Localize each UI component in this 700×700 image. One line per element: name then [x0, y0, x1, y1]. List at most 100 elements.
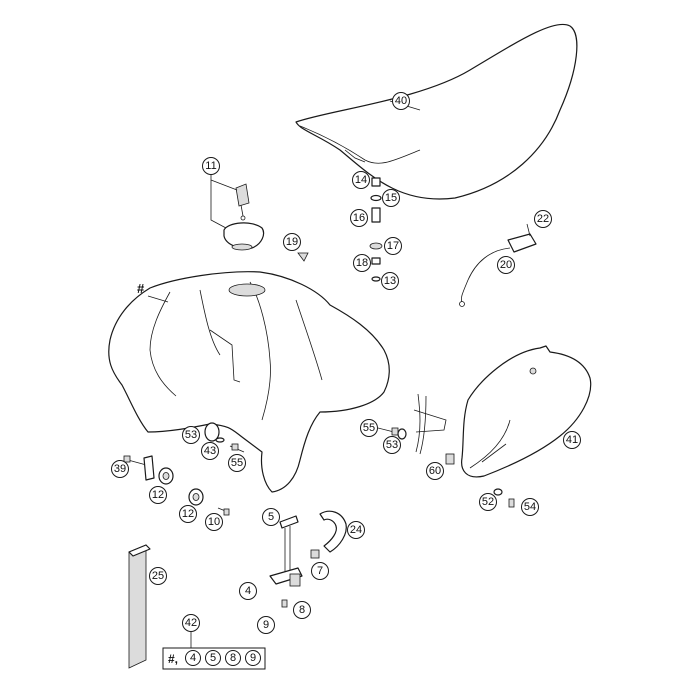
callout-16: 16 — [350, 209, 368, 227]
leader-11 — [210, 174, 227, 229]
svg-text:15: 15 — [385, 192, 397, 204]
svg-text:22: 22 — [537, 213, 549, 225]
svg-text:54: 54 — [524, 501, 536, 513]
leader-tank — [147, 295, 169, 303]
washer-43 — [215, 437, 225, 443]
callout-12-b: 12 — [179, 505, 197, 523]
svg-text:4: 4 — [245, 585, 251, 597]
callout-9: 9 — [257, 616, 275, 634]
svg-text:43: 43 — [204, 445, 216, 457]
callout-10: 10 — [205, 513, 223, 531]
fuel-cap — [223, 222, 265, 251]
svg-text:16: 16 — [353, 212, 365, 224]
svg-text:#: # — [137, 281, 145, 296]
svg-text:8: 8 — [230, 652, 236, 664]
fuel-tap — [269, 515, 303, 587]
kit-item-8: 8 — [225, 650, 241, 666]
callout-12-a: 12 — [149, 486, 167, 504]
svg-text:5: 5 — [210, 652, 216, 664]
callout-53-left: 53 — [182, 426, 200, 444]
svg-text:53: 53 — [185, 429, 197, 441]
svg-text:55: 55 — [231, 457, 243, 469]
grommet-12-b — [188, 488, 204, 506]
seat-lock — [459, 223, 537, 307]
svg-text:19: 19 — [286, 236, 298, 248]
tank-hash-label: # — [137, 281, 145, 296]
fuel-tank — [108, 271, 390, 493]
svg-text:13: 13 — [384, 275, 396, 287]
svg-text:41: 41 — [566, 434, 578, 446]
callout-60: 60 — [426, 462, 444, 480]
svg-text:14: 14 — [355, 174, 367, 186]
callout-4: 4 — [239, 582, 257, 600]
callout-25: 25 — [149, 567, 167, 585]
callout-7: 7 — [311, 562, 329, 580]
fuel-hose — [310, 510, 347, 559]
svg-text:12: 12 — [182, 508, 194, 520]
callout-41: 41 — [563, 431, 581, 449]
callout-17: 17 — [384, 237, 402, 255]
svg-text:10: 10 — [208, 516, 220, 528]
screw-55-left — [229, 443, 245, 453]
svg-text:42: 42 — [185, 617, 197, 629]
callout-11: 11 — [202, 157, 220, 175]
callout-20: 20 — [497, 256, 515, 274]
leader-11b — [210, 179, 238, 191]
callout-22: 22 — [534, 210, 552, 228]
svg-text:7: 7 — [317, 565, 323, 577]
retaining-spring — [413, 393, 447, 455]
seat — [295, 23, 578, 200]
screw-54 — [508, 498, 515, 508]
svg-text:55: 55 — [363, 422, 375, 434]
callout-24: 24 — [347, 521, 365, 539]
kit-hash-label: #, — [168, 652, 178, 666]
callout-40: 40 — [392, 92, 410, 110]
screw-55-right — [377, 427, 399, 436]
callout-5: 5 — [262, 508, 280, 526]
bushing-53-right — [397, 428, 407, 440]
clip-60 — [445, 453, 455, 465]
svg-text:12: 12 — [152, 489, 164, 501]
callout-19: 19 — [283, 233, 301, 251]
callout-53-right: 53 — [383, 436, 401, 454]
foam-strip — [128, 544, 151, 669]
seat-bolt-stack — [369, 177, 383, 282]
callout-13: 13 — [381, 272, 399, 290]
washer-52 — [493, 488, 503, 496]
svg-text:5: 5 — [268, 511, 274, 523]
svg-text:25: 25 — [152, 570, 164, 582]
svg-text:40: 40 — [395, 95, 407, 107]
callout-43: 43 — [201, 442, 219, 460]
screw-8 — [281, 599, 288, 608]
svg-text:18: 18 — [356, 257, 368, 269]
fuel-key — [235, 183, 250, 221]
callout-54: 54 — [521, 498, 539, 516]
svg-text:4: 4 — [190, 652, 196, 664]
callout-14: 14 — [352, 171, 370, 189]
kit-item-9: 9 — [245, 650, 261, 666]
callout-15: 15 — [382, 189, 400, 207]
svg-text:8: 8 — [299, 604, 305, 616]
svg-text:9: 9 — [250, 652, 256, 664]
svg-text:17: 17 — [387, 240, 399, 252]
svg-text:52: 52 — [482, 496, 494, 508]
svg-text:39: 39 — [114, 463, 126, 475]
svg-text:53: 53 — [386, 439, 398, 451]
callout-39: 39 — [111, 460, 129, 478]
svg-text:60: 60 — [429, 465, 441, 477]
kit-item-4: 4 — [185, 650, 201, 666]
grommet-12-a — [158, 467, 174, 485]
callout-42: 42 — [182, 614, 200, 632]
screw-10 — [217, 507, 230, 516]
svg-text:20: 20 — [500, 259, 512, 271]
callout-18: 18 — [353, 254, 371, 272]
svg-text:11: 11 — [205, 160, 216, 172]
callout-8: 8 — [293, 601, 311, 619]
callout-55-left: 55 — [228, 454, 246, 472]
callout-55-right: 55 — [360, 419, 378, 437]
callout-52: 52 — [479, 493, 497, 511]
tank-clip — [297, 252, 309, 262]
bolt-39 — [123, 455, 155, 481]
bushing-53-left — [204, 422, 220, 442]
